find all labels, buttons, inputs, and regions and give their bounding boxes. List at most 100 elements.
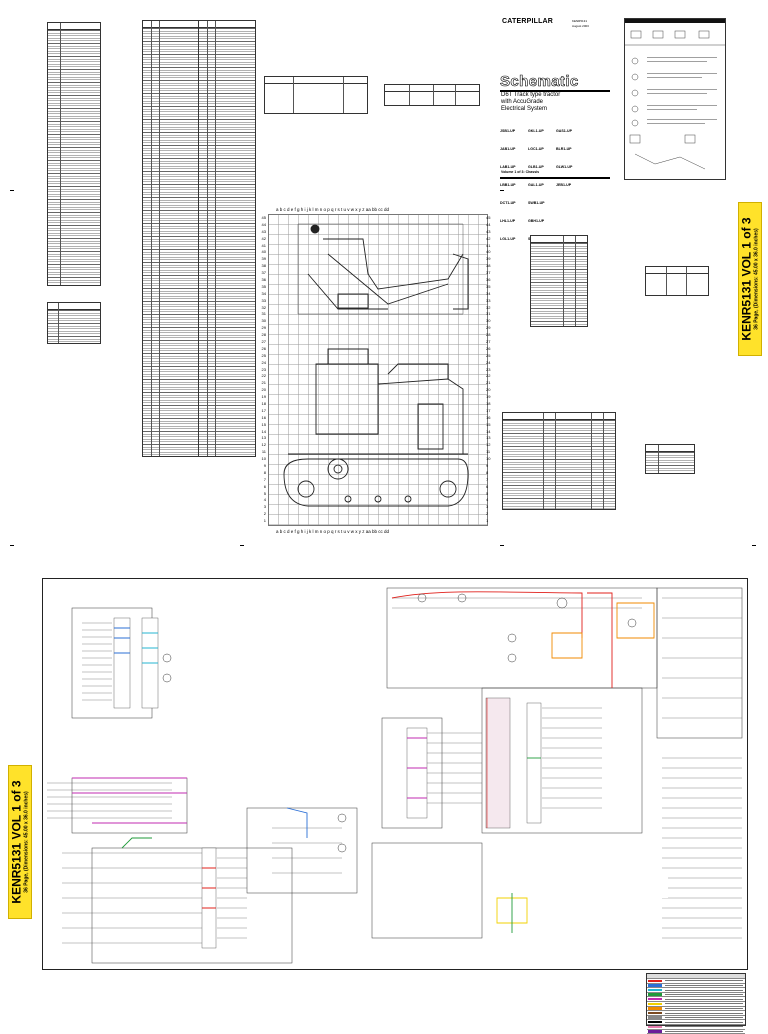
- grid-row-label: 20: [486, 387, 491, 393]
- grid-row-label: 25: [486, 352, 491, 358]
- caterpillar-logo: CATERPILLAR: [502, 18, 554, 25]
- grid-row-label: 5: [263, 490, 266, 496]
- symbol-table: [264, 76, 368, 114]
- legend-row: [647, 997, 745, 1002]
- legend-row: [647, 1016, 745, 1021]
- grid-row-label: 45: [486, 215, 491, 220]
- grid-row-label: 38: [261, 263, 266, 269]
- table-header: [503, 413, 615, 420]
- grid-row-label: 11: [261, 449, 266, 455]
- grid-row-label: 2: [263, 511, 266, 517]
- grid-letters-bottom: a b c d e f g h i j k l m n o p q r s t …: [276, 529, 390, 534]
- grid-row-label: 21: [486, 380, 491, 386]
- table-header: [646, 445, 694, 452]
- table-header: [531, 236, 587, 243]
- grid-row-label: 8: [486, 469, 489, 475]
- document-code: KENR5131: [572, 19, 588, 23]
- connector-index-table: [47, 22, 101, 286]
- grid-row-label: 12: [486, 442, 491, 448]
- schematic-notes: [608, 870, 668, 898]
- crop-mark: [752, 545, 756, 546]
- grid-row-label: 39: [486, 256, 491, 262]
- grid-row-label: 17: [486, 407, 491, 413]
- grid-row-label: 30: [486, 318, 491, 324]
- part-number-table: [384, 84, 480, 106]
- grid-row-label: 41: [261, 242, 266, 248]
- grid-row-label: 34: [261, 290, 266, 296]
- grid-row-label: 40: [261, 249, 266, 255]
- grid-row-label: 16: [486, 414, 491, 420]
- grid-row-label: 17: [261, 407, 266, 413]
- symbols-drawing: [625, 30, 725, 170]
- grid-row-label: 13: [261, 435, 266, 441]
- grid-row-label: 27: [486, 339, 491, 344]
- schematic-heading: Schematic: [500, 73, 579, 91]
- grid-row-label: 25: [261, 352, 266, 358]
- grid-letters-top: a b c d e f g h i j k l m n o p q r s t …: [276, 207, 390, 212]
- grid-row-label: 39: [261, 256, 266, 262]
- grid-row-label: 30: [261, 318, 266, 324]
- table-header: [646, 267, 708, 274]
- grid-row-label: 22: [486, 373, 491, 379]
- grid-row-label: 33: [486, 297, 491, 303]
- grid-row-label: 33: [261, 297, 266, 303]
- harness-wire-table-left: [142, 20, 200, 457]
- grid-row-label: 43: [486, 228, 491, 234]
- wire-color-legend: [646, 973, 746, 1034]
- grid-row-label: 43: [261, 228, 266, 234]
- electrical-schematic-frame: [42, 578, 748, 970]
- grid-row-label: 35: [261, 283, 266, 289]
- title-rule: [500, 90, 610, 92]
- grid-row-label: 42: [261, 235, 266, 241]
- grid-row-label: 38: [486, 263, 491, 269]
- grid-row-label: 21: [261, 380, 266, 386]
- crop-mark: [500, 545, 504, 546]
- grid-row-label: 3: [486, 504, 489, 510]
- location-table-small: [645, 444, 695, 474]
- grid-row-label: 26: [261, 345, 266, 351]
- grid-row-label: 32: [486, 304, 491, 310]
- document-date: August 2003: [572, 24, 589, 28]
- wiring-diagram: [47, 587, 743, 964]
- grid-row-label: 4: [263, 497, 266, 503]
- grid-row-label: 14: [486, 428, 491, 434]
- grid-row-label: 7: [486, 476, 489, 482]
- component-table-lower: [502, 412, 616, 510]
- grid-row-label: 1: [263, 518, 266, 524]
- grid-row-label: 15: [261, 421, 266, 427]
- legend-row: [647, 1030, 745, 1034]
- circuit-identification-table: [530, 235, 588, 327]
- grid-row-label: 36: [486, 277, 491, 282]
- grid-row-label: 29: [486, 325, 491, 331]
- grid-row-label: 1: [486, 518, 489, 524]
- grid-row-label: 26: [486, 345, 491, 351]
- grid-row-label: 3: [263, 504, 266, 510]
- grid-row-label: 23: [261, 366, 266, 372]
- grid-row-label: 7: [263, 476, 266, 482]
- legend-row: [647, 984, 745, 989]
- connector-table-right: [645, 266, 709, 296]
- legend-row: [647, 993, 745, 998]
- legend-row: [647, 1002, 745, 1007]
- grid-row-label: 9: [263, 463, 266, 468]
- volume-label: Volume 1 of 3: Chassis: [501, 170, 540, 174]
- volume-banner-left: KENR5131 VOL 1 of 3 36 Page, (Dimensions…: [8, 765, 32, 919]
- grid-row-label: 42: [486, 235, 491, 241]
- grid-row-label: 15: [486, 421, 491, 427]
- volume-banner-right: KENR5131 VOL 1 of 3 36 Page, (Dimensions…: [738, 202, 762, 356]
- grid-row-label: 10: [261, 456, 266, 462]
- legend-header: [647, 974, 745, 979]
- symbols-panel: [624, 18, 726, 180]
- grid-row-label: 22: [261, 373, 266, 379]
- grid-row-label: 24: [261, 359, 266, 365]
- table-header: [199, 21, 255, 28]
- grid-row-label: 19: [486, 394, 491, 400]
- grid-row-label: 20: [261, 387, 266, 393]
- harness-wire-table-right: [198, 20, 256, 457]
- grid-row-label: 44: [486, 221, 491, 227]
- crop-mark: [10, 545, 14, 546]
- grid-row-label: 8: [263, 469, 266, 475]
- machine-drawing: [283, 223, 469, 507]
- grid-row-label: 44: [261, 221, 266, 227]
